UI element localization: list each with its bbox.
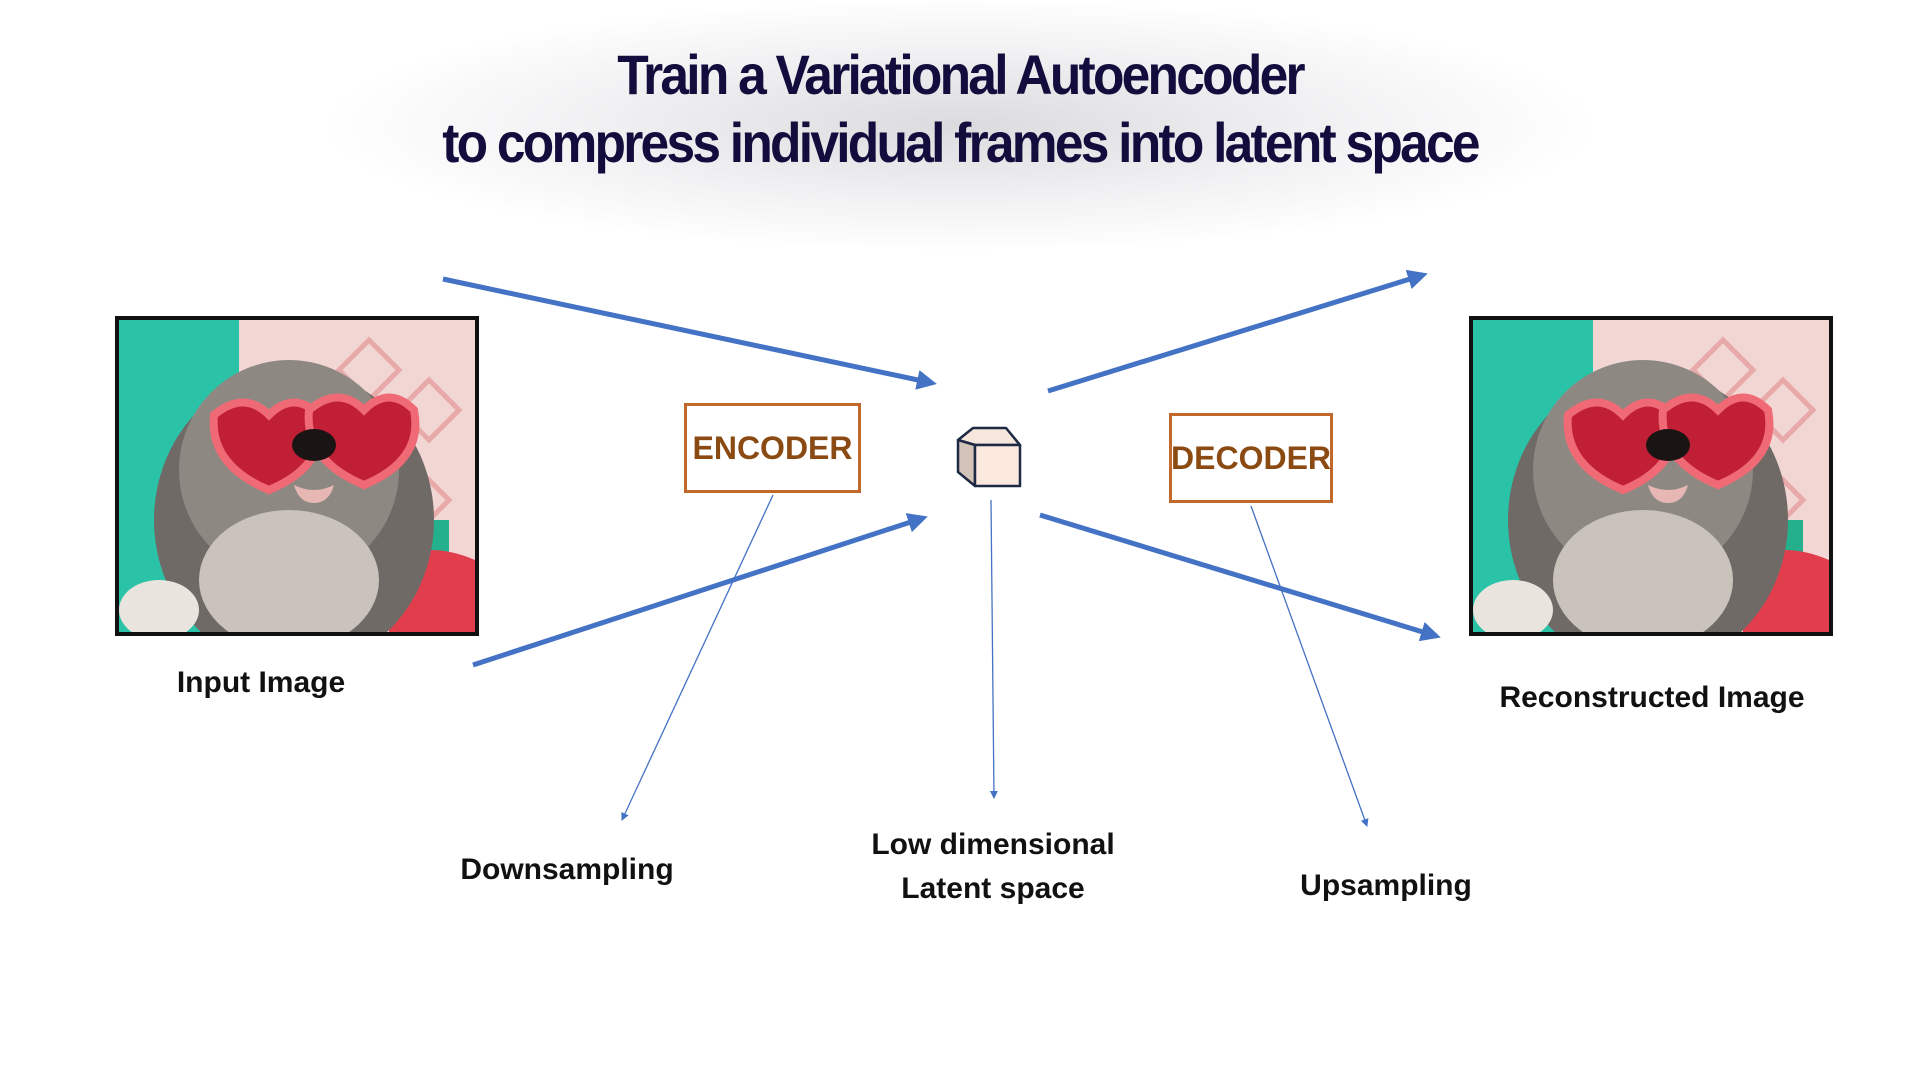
- latent-label-line-2: Latent space: [901, 872, 1085, 905]
- downsampling-pointer: [621, 494, 774, 821]
- decoder-arrow-bottom: [1039, 512, 1441, 642]
- upsampling-pointer: [1250, 505, 1369, 827]
- title-line-2: to compress individual frames into laten…: [442, 111, 1480, 174]
- latent-cube-icon: [956, 426, 1022, 488]
- latent-pointer: [989, 499, 998, 799]
- decoder-box: DECODER: [1169, 413, 1333, 503]
- encoder-arrow-bottom: [472, 513, 928, 668]
- title-shadow: [330, 0, 1590, 250]
- decoder-label: DECODER: [1171, 439, 1332, 476]
- encoder-label: ENCODER: [692, 429, 853, 466]
- encoder-box: ENCODER: [684, 403, 861, 493]
- input-image-label: Input Image: [176, 666, 346, 699]
- latent-label-line-1: Low dimensional: [871, 828, 1115, 861]
- title-line-1: Train a Variational Autoencoder: [617, 43, 1305, 106]
- upsampling-label: Upsampling: [1300, 869, 1472, 902]
- decoder-arrow-top: [1047, 269, 1428, 394]
- downsampling-label: Downsampling: [460, 853, 674, 886]
- encoder-arrow-top: [442, 276, 937, 390]
- input-image: [115, 316, 479, 636]
- reconstructed-image-label: Reconstructed Image: [1499, 681, 1805, 714]
- reconstructed-image: [1469, 316, 1833, 636]
